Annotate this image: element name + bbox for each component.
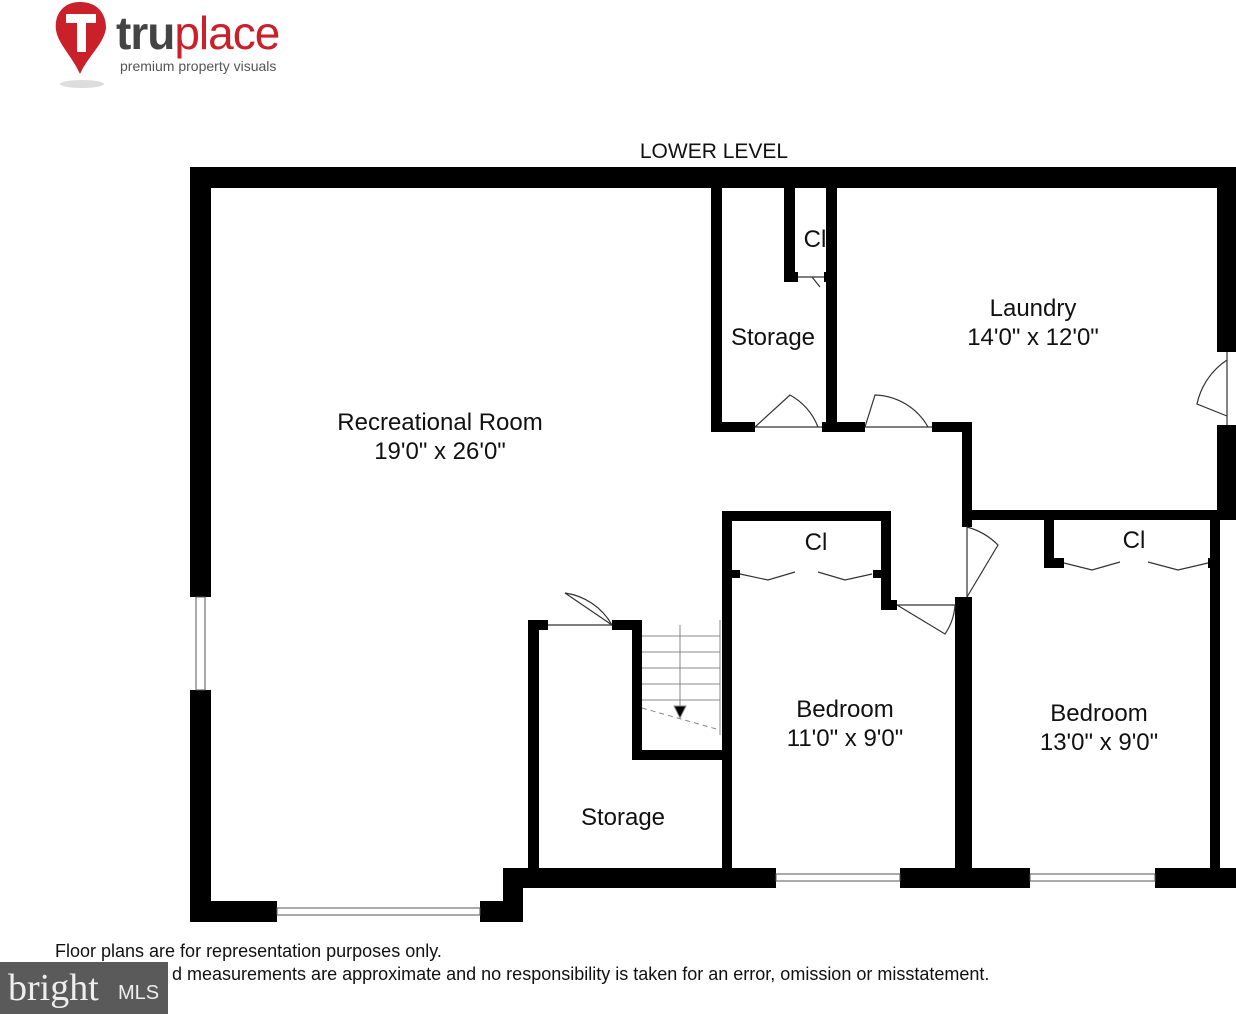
room-name: Storage	[730, 324, 816, 351]
room-storage-lower: Storage	[581, 803, 665, 832]
room-size: 14'0" x 12'0"	[967, 324, 1099, 351]
room-size: 19'0" x 26'0"	[374, 438, 506, 465]
doors	[548, 276, 1228, 635]
level-title: LOWER LEVEL	[639, 140, 789, 163]
room-name: Cl	[1122, 527, 1146, 554]
room-closet-bedroom2: Cl	[1123, 526, 1146, 555]
room-name: Cl	[804, 529, 828, 556]
room-size: 11'0" x 9'0"	[786, 725, 904, 752]
windows	[195, 596, 1156, 916]
walls	[190, 167, 1236, 922]
room-name: Storage	[580, 804, 666, 831]
disclaimer-line2: d measurements are approximate and no re…	[172, 964, 990, 984]
room-size: 13'0" x 9'0"	[1039, 729, 1159, 756]
room-closet-upper: Cl	[804, 225, 827, 254]
bright-mls-watermark: bright MLS	[0, 962, 168, 1014]
room-storage-upper: Storage	[731, 323, 815, 352]
room-name: Bedroom	[796, 696, 894, 723]
room-name: Bedroom	[1050, 700, 1148, 727]
tagline: premium property visuals	[120, 58, 277, 74]
brand-part2: place	[174, 7, 280, 59]
pin-icon	[55, 2, 106, 88]
brand-part1: tru	[116, 7, 175, 59]
room-name: Cl	[803, 226, 827, 253]
truplace-logo: truplace premium property visuals	[52, 0, 292, 95]
watermark-suffix: MLS	[118, 982, 160, 1004]
room-closet-bedroom1: Cl	[805, 528, 828, 557]
stairs	[641, 620, 721, 735]
room-name: Laundry	[989, 295, 1077, 322]
watermark-brand: bright	[8, 967, 99, 1009]
room-name: Recreational Room	[337, 409, 543, 436]
disclaimer-line1: Floor plans are for representation purpo…	[55, 941, 442, 961]
brand-name: truplace	[116, 6, 280, 60]
